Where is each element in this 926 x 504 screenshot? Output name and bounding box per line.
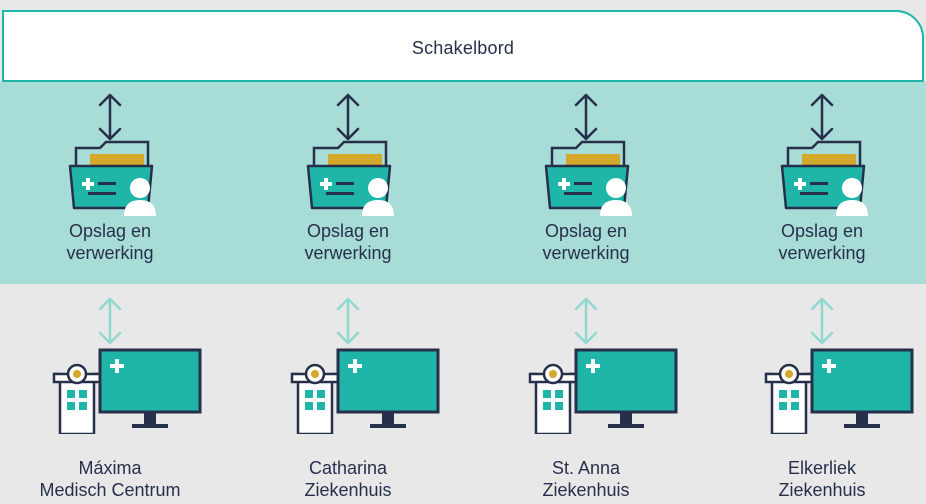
hospital-label-line1: Máxima (78, 458, 142, 478)
storage-label-line2: verwerking (66, 243, 154, 263)
node-column-2: Opslag en verwerking Catharina Ziekenhui… (248, 0, 448, 504)
node-column-3: Opslag en verwerking St. Anna Ziekenhuis (486, 0, 686, 504)
patient-folder-icon (68, 140, 156, 216)
double-arrow-icon (810, 93, 834, 141)
patient-folder-icon (544, 140, 632, 216)
double-arrow-light-icon (810, 297, 834, 345)
storage-band (0, 82, 926, 284)
node-column-4: Opslag en verwerking Elkerliek Ziekenhui… (722, 0, 922, 504)
storage-label-line2: verwerking (778, 243, 866, 263)
hospital-label-line1: St. Anna (551, 458, 621, 478)
storage-label-line1: Opslag en (544, 221, 628, 241)
switchboard-label: Schakelbord (411, 38, 515, 58)
hospital-label-line2: Ziekenhuis (304, 480, 392, 500)
hospital-label-line1: Catharina (308, 458, 388, 478)
storage-label: Opslag en verwerking (486, 220, 686, 264)
hospital-computer-icon (764, 348, 914, 434)
storage-label-line1: Opslag en (780, 221, 864, 241)
storage-label-line2: verwerking (542, 243, 630, 263)
hospital-label-line1: Elkerliek (787, 458, 857, 478)
double-arrow-light-icon (336, 297, 360, 345)
hospital-computer-icon (528, 348, 678, 434)
double-arrow-light-icon (574, 297, 598, 345)
hospital-label: St. Anna Ziekenhuis (476, 457, 696, 501)
hospital-label: Elkerliek Ziekenhuis (712, 457, 926, 501)
storage-label: Opslag en verwerking (248, 220, 448, 264)
double-arrow-icon (574, 93, 598, 141)
storage-label-line1: Opslag en (68, 221, 152, 241)
hospital-computer-icon (290, 348, 440, 434)
hospital-label: Catharina Ziekenhuis (238, 457, 458, 501)
patient-folder-icon (306, 140, 394, 216)
storage-label-line2: verwerking (304, 243, 392, 263)
storage-label-line1: Opslag en (306, 221, 390, 241)
node-column-1: Opslag en verwerking Máxima Medisch Cent… (10, 0, 210, 504)
hospital-label-line2: Medisch Centrum (39, 480, 181, 500)
hospital-label-line2: Ziekenhuis (542, 480, 630, 500)
storage-label: Opslag en verwerking (722, 220, 922, 264)
patient-folder-icon (780, 140, 868, 216)
double-arrow-light-icon (98, 297, 122, 345)
double-arrow-icon (98, 93, 122, 141)
hospital-label-line2: Ziekenhuis (778, 480, 866, 500)
hospital-label: Máxima Medisch Centrum (0, 457, 220, 501)
double-arrow-icon (336, 93, 360, 141)
hospital-computer-icon (52, 348, 202, 434)
switchboard-box: Schakelbord (2, 10, 924, 82)
storage-label: Opslag en verwerking (10, 220, 210, 264)
